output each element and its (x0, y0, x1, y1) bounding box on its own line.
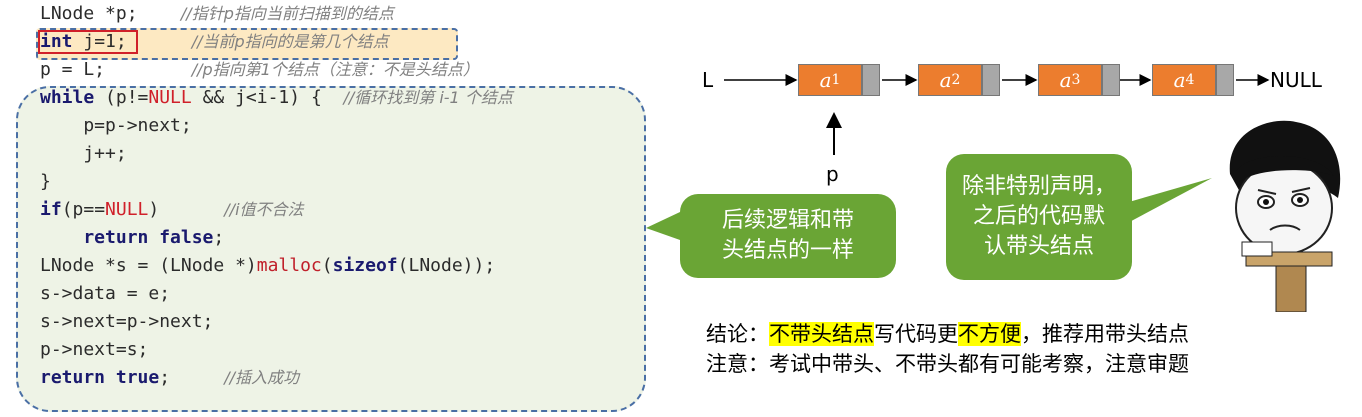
code-line-12: s->next=p->next; (40, 311, 214, 332)
code-line-7: } (40, 171, 51, 192)
node-next-field (982, 64, 1000, 96)
code-line-13: p->next=s; (40, 339, 149, 360)
code-line-9: return false; (40, 227, 225, 248)
right-bubble-line2: 之后的代码默 (972, 204, 1105, 229)
code-line-5: p=p->next; (40, 115, 192, 136)
node-next-field (862, 64, 880, 96)
left-speech-bubble: 后续逻辑和带 头结点的一样 (680, 194, 896, 278)
code-line-14: return true; //插入成功 (40, 367, 300, 388)
code-line-6: j++; (40, 143, 127, 164)
meme-face-illustration (1229, 120, 1341, 312)
code-line-4: while (p!=NULL && j<i-1) { //循环找到第 i-1 个… (40, 87, 513, 108)
loop-block-box (16, 86, 646, 412)
right-bubble-line3: 认带头结点 (983, 234, 1094, 259)
code-line-3: p = L; //p指向第1个结点（注意：不是头结点） (40, 59, 479, 80)
code-line-11: s->data = e; (40, 283, 171, 304)
head-pointer-label: L (702, 68, 714, 92)
left-bubble-line2: 头结点的一样 (721, 238, 854, 263)
conclusion-line-2: 注意：考试中带头、不带头都有可能考察，注意审题 (706, 352, 1189, 376)
init-highlight-box (36, 28, 458, 60)
code-line-1: LNode *p; //指针p指向当前扫描到的结点 (40, 3, 394, 24)
right-bubble-tail (1122, 178, 1212, 226)
conclusion-line-1: 结论：不带头结点写代码更不方便，推荐用带头结点 (706, 322, 1189, 346)
code-line-10: LNode *s = (LNode *)malloc(sizeof(LNode)… (40, 255, 496, 276)
right-bubble-line1: 除非特别声明， (961, 174, 1116, 199)
null-label: NULL (1270, 68, 1322, 92)
int-j-red-box (38, 30, 138, 54)
code-line-8: if(p==NULL) //i值不合法 (40, 199, 304, 220)
node-next-field (1102, 64, 1120, 96)
left-bubble-tail (646, 212, 680, 240)
left-bubble-line1: 后续逻辑和带 (721, 208, 854, 233)
right-speech-bubble: 除非特别声明， 之后的代码默 认带头结点 (946, 154, 1132, 280)
node-next-field (1216, 64, 1234, 96)
code-line-2: int j=1; //当前p指向的是第几个结点 (40, 31, 389, 52)
p-pointer-label: p (826, 162, 839, 186)
